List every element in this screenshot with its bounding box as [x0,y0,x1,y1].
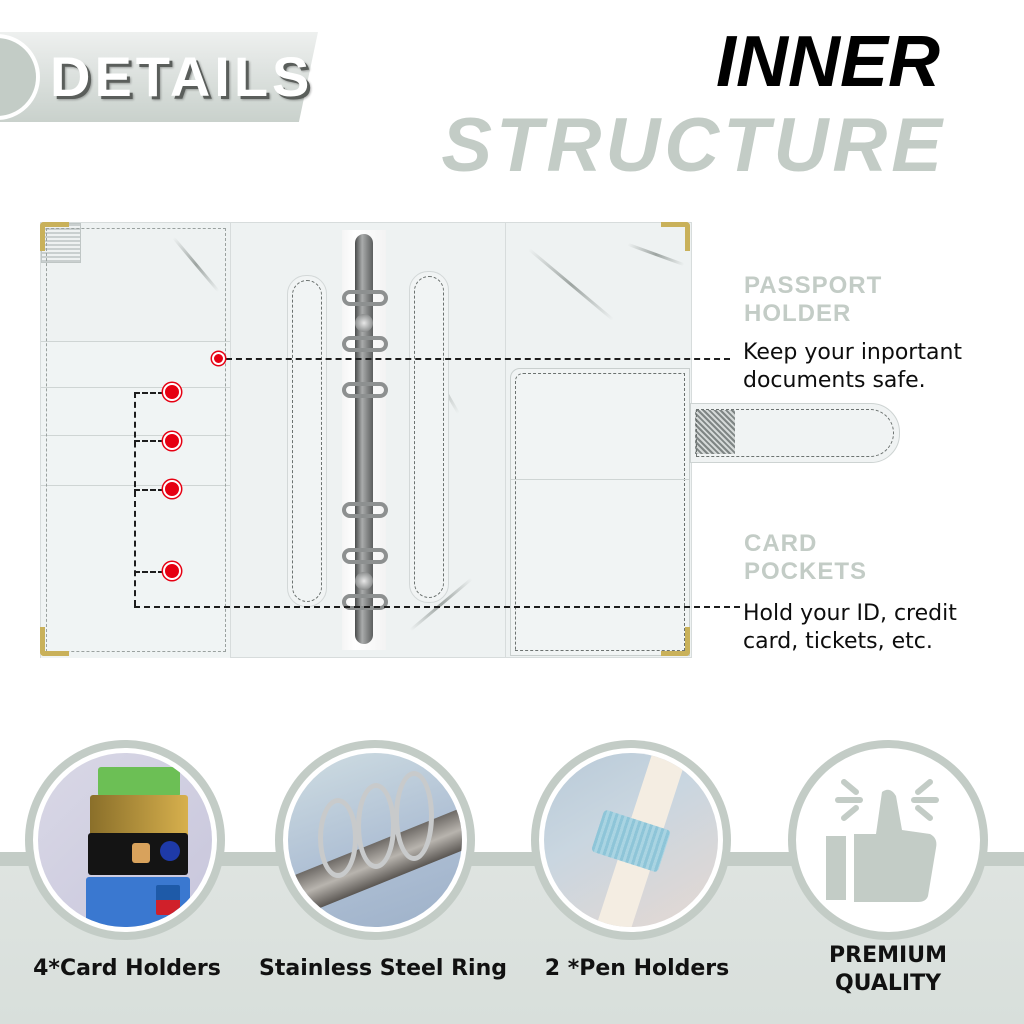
card-pocket-marker [163,432,181,450]
thumbs-up-icon [826,779,939,902]
steel-ring-photo [288,753,462,927]
feature-premium-quality [788,740,988,940]
card-leader-branch [134,571,164,573]
binder-ring [342,290,388,306]
snap-closure-strap [690,403,900,463]
card-leader-branch [134,440,164,442]
feature-label-steel-ring: Stainless Steel Ring [258,956,507,981]
passport-holder-description: Keep your inportant documents safe. [743,340,963,393]
feature-label-premium-quality: PREMIUM QUALITY [829,943,947,996]
pen-slot-right [409,271,449,603]
card-leader-branch [134,392,164,394]
gold-corner [661,222,690,251]
binder-ring [342,336,388,352]
passport-holder-pocket [510,368,690,656]
card-holders-photo [38,753,212,927]
feature-steel-ring [275,740,475,940]
card-pocket-marker [163,383,181,401]
binder-left-panel [40,222,232,658]
card-leader-branch [134,489,164,491]
card-leader-vertical [134,392,136,606]
card-pocket-marker [163,562,181,580]
gold-corner [40,627,69,656]
binder-ring [342,594,388,610]
title-structure: STRUCTURE [441,103,946,188]
passport-leader-line [226,358,730,360]
pen-holder-photo [544,753,718,927]
feature-card-holders [25,740,225,940]
pen-slot-left [287,275,327,607]
feature-pen-holders [531,740,731,940]
binder-ring [342,502,388,518]
details-badge-label: DETAILS [50,45,314,108]
rivet [355,572,373,590]
feature-label-card-holders: 4*Card Holders [33,956,221,981]
title-inner: INNER [715,22,940,102]
feature-label-pen-holders: 2 *Pen Holders [544,956,730,981]
features-band-stripe [0,852,1024,866]
card-leader-line [134,606,740,608]
binder-inner-view [40,222,692,660]
passport-holder-title: PASSPORT HOLDER [744,272,883,327]
passport-marker [212,352,225,365]
rivet [355,314,373,332]
details-badge [0,32,318,122]
card-pockets-title: CARD POCKETS [744,530,868,585]
gold-corner [40,222,69,251]
card-pocket-marker [163,480,181,498]
card-pockets-description: Hold your ID, credit card, tickets, etc. [743,601,957,654]
binder-ring [342,548,388,564]
gold-corner [661,627,690,656]
binder-ring [342,382,388,398]
